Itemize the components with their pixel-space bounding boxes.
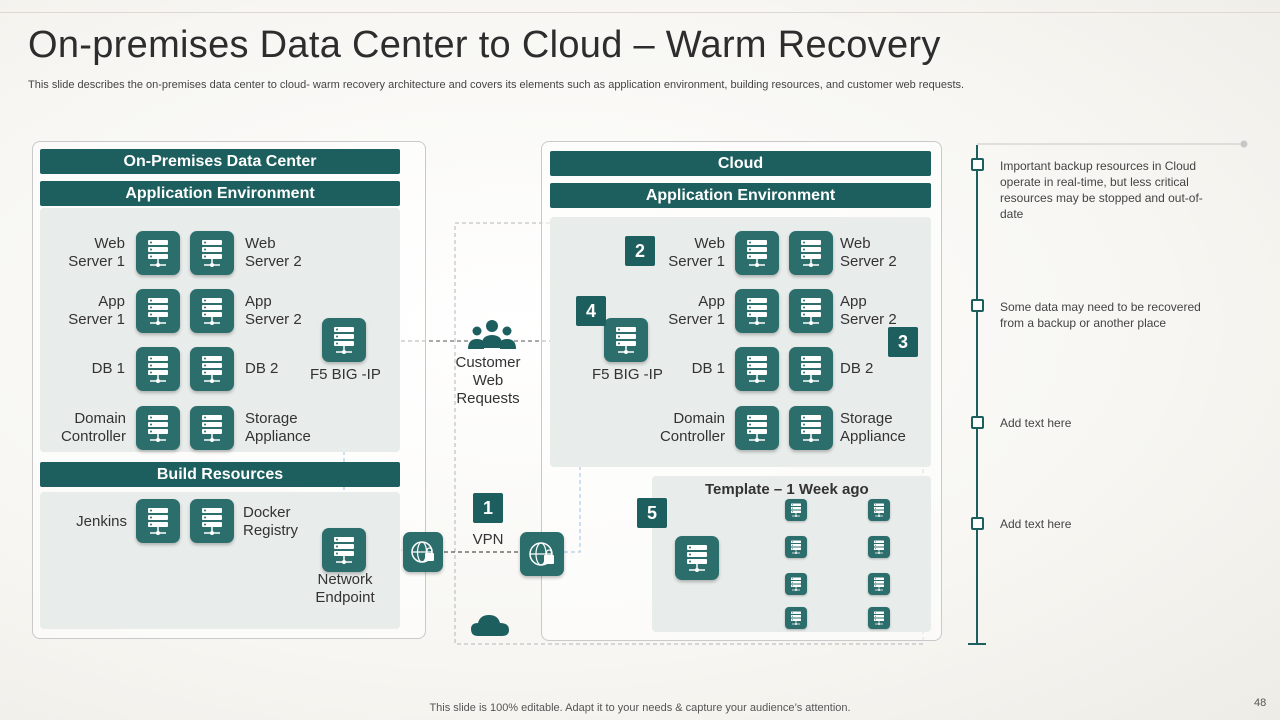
step-4-badge: 4	[576, 296, 606, 326]
customer-web-requests-label: Customer Web Requests	[455, 354, 521, 407]
cloud-app-env-header: Application Environment	[550, 183, 931, 208]
step-1-badge: 1	[473, 493, 503, 523]
template-server-icon[interactable]	[785, 499, 807, 521]
cloud-app-server-2-icon[interactable]	[789, 289, 833, 333]
onprem-jenkins-icon[interactable]	[136, 499, 180, 543]
note-2: Some data may need to be recovered from …	[1000, 300, 1201, 330]
cloud-web-server-2-icon[interactable]	[789, 231, 833, 275]
onprem-domain-controller-label: Domain Controller	[60, 410, 126, 445]
onprem-vpn-gateway-icon[interactable]	[403, 532, 443, 572]
onprem-f5-label: F5 BIG -IP	[310, 366, 381, 383]
page-number: 48	[1254, 697, 1267, 709]
onprem-db-2-icon[interactable]	[190, 347, 234, 391]
cloud-icon	[470, 612, 510, 638]
onprem-network-endpoint-label: Network Endpoint	[315, 571, 375, 606]
cloud-domain-controller-icon[interactable]	[735, 406, 779, 450]
onprem-web-server-2-icon[interactable]	[190, 231, 234, 275]
onprem-db-1-label: DB 1	[91, 360, 125, 377]
note-4: Add text here	[1000, 517, 1072, 531]
top-divider	[0, 12, 1280, 13]
onprem-db-2-label: DB 2	[245, 360, 279, 377]
onprem-web-server-1-label: Web Server 1	[68, 235, 125, 270]
onprem-app-server-1-icon[interactable]	[136, 289, 180, 333]
cloud-web-server-1-icon[interactable]	[735, 231, 779, 275]
template-title: Template – 1 Week ago	[705, 481, 869, 498]
onprem-web-server-2-label: Web Server 2	[245, 235, 302, 270]
footer-text: This slide is 100% editable. Adapt it to…	[429, 702, 851, 714]
onprem-docker-registry-icon[interactable]	[190, 499, 234, 543]
onprem-app-server-1-label: App Server 1	[68, 293, 125, 328]
onprem-f5-icon[interactable]	[322, 318, 366, 362]
onprem-db-1-icon[interactable]	[136, 347, 180, 391]
template-server-icon[interactable]	[785, 536, 807, 558]
cloud-app-server-1-label: App Server 1	[668, 293, 725, 328]
onprem-build-header: Build Resources	[40, 462, 400, 487]
cloud-f5-label: F5 BIG -IP	[592, 366, 663, 383]
cloud-app-server-2-label: App Server 2	[840, 293, 897, 328]
cloud-storage-appliance-label: Storage Appliance	[840, 410, 906, 445]
note-marker	[971, 416, 984, 429]
step-5-badge: 5	[637, 498, 667, 528]
cloud-db-2-icon[interactable]	[789, 347, 833, 391]
cloud-db-2-label: DB 2	[840, 360, 874, 377]
cloud-app-server-1-icon[interactable]	[735, 289, 779, 333]
cloud-vpn-gateway-icon[interactable]	[520, 532, 564, 576]
onprem-storage-appliance-icon[interactable]	[190, 406, 234, 450]
customers-icon	[466, 318, 518, 352]
note-marker	[971, 517, 984, 530]
template-server-icon[interactable]	[868, 536, 890, 558]
cloud-db-1-label: DB 1	[691, 360, 725, 377]
page-title: On-premises Data Center to Cloud – Warm …	[28, 24, 941, 66]
step-3-badge: 3	[888, 327, 918, 357]
note-1: Important backup resources in Cloud oper…	[1000, 159, 1203, 221]
cloud-web-server-2-label: Web Server 2	[840, 235, 897, 270]
onprem-app-server-2-label: App Server 2	[245, 293, 302, 328]
cloud-f5-icon[interactable]	[604, 318, 648, 362]
onprem-header: On-Premises Data Center	[40, 149, 400, 174]
onprem-app-server-2-icon[interactable]	[190, 289, 234, 333]
template-server-icon[interactable]	[868, 499, 890, 521]
cloud-db-1-icon[interactable]	[735, 347, 779, 391]
onprem-storage-appliance-label: Storage Appliance	[245, 410, 311, 445]
note-marker	[971, 299, 984, 312]
cloud-header: Cloud	[550, 151, 931, 176]
note-marker	[971, 158, 984, 171]
cloud-web-server-1-label: Web Server 1	[668, 235, 725, 270]
template-server-icon[interactable]	[868, 607, 890, 629]
onprem-network-endpoint-icon[interactable]	[322, 528, 366, 572]
onprem-app-env-header: Application Environment	[40, 181, 400, 206]
template-source-server-icon[interactable]	[675, 536, 719, 580]
onprem-domain-controller-icon[interactable]	[136, 406, 180, 450]
step-2-badge: 2	[625, 236, 655, 266]
template-server-icon[interactable]	[785, 573, 807, 595]
template-server-icon[interactable]	[785, 607, 807, 629]
onprem-docker-registry-label: Docker Registry	[243, 504, 299, 539]
vpn-label: VPN	[472, 531, 504, 548]
note-3: Add text here	[1000, 416, 1072, 430]
template-server-icon[interactable]	[868, 573, 890, 595]
onprem-web-server-1-icon[interactable]	[136, 231, 180, 275]
cloud-storage-appliance-icon[interactable]	[789, 406, 833, 450]
page-subtitle: This slide describes the on-premises dat…	[28, 79, 965, 91]
onprem-jenkins-label: Jenkins	[76, 513, 127, 530]
cloud-domain-controller-label: Domain Controller	[659, 410, 725, 445]
